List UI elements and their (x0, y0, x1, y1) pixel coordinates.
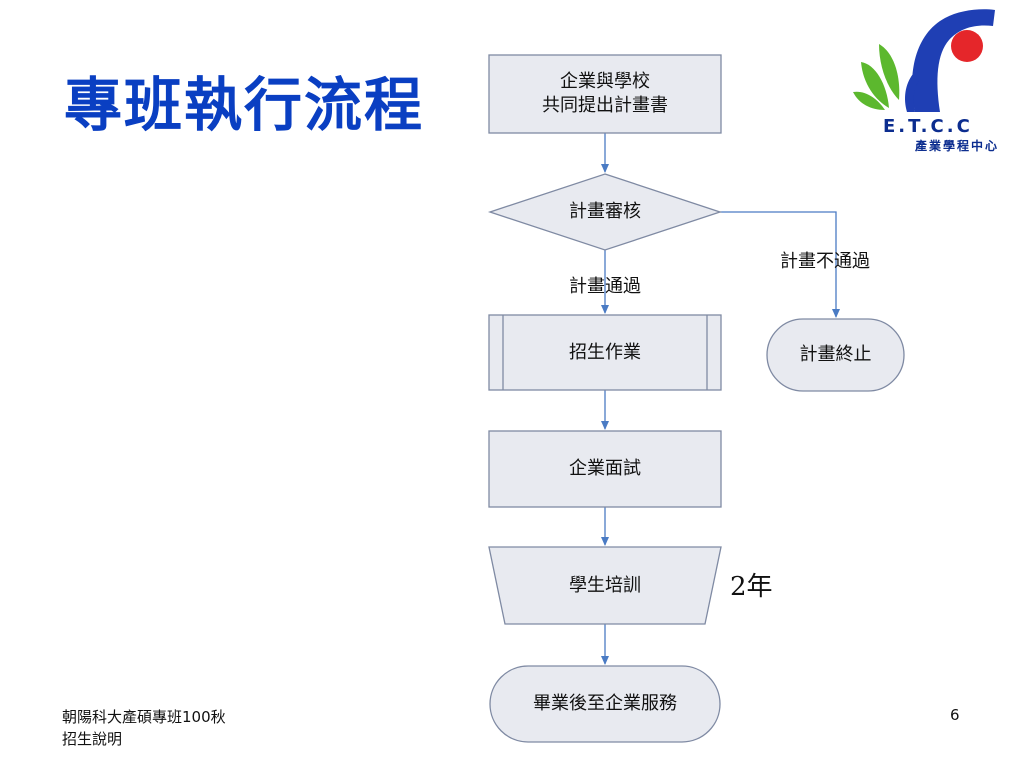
edge-label-rejected: 計畫不通過 (780, 251, 870, 272)
recruitment-label: 招生作業 (569, 342, 641, 363)
page-number: 6 (950, 706, 960, 724)
proposal-label-line1: 企業與學校 (560, 71, 650, 92)
proposal-node (488, 54, 722, 134)
service-node (489, 665, 721, 743)
review-decision-node (487, 173, 723, 251)
termination-label: 計畫終止 (799, 344, 872, 365)
interview-label: 企業面試 (569, 458, 641, 479)
proposal-label-line2: 共同提出計畫書 (542, 95, 668, 116)
etcc-logo: E.T.C.C 產業學程中心 (845, 4, 1024, 154)
service-label: 畢業後至企業服務 (533, 693, 677, 714)
logo-subtitle: 產業學程中心 (915, 139, 1000, 153)
duration-note: 2年 (730, 572, 773, 602)
etcc-logo-mark (853, 9, 995, 112)
interview-node (488, 430, 722, 508)
slide-title: 專班執行流程 (64, 71, 425, 139)
footer-line1: 朝陽科大產碩專班100秋 (62, 708, 226, 726)
arrow-review-to-termination (720, 211, 840, 318)
footer-text: 朝陽科大產碩專班100秋 招生說明 (62, 706, 322, 750)
review-label: 計畫審核 (569, 201, 641, 222)
training-node (488, 546, 722, 625)
training-label: 學生培訓 (569, 575, 641, 596)
recruitment-node (488, 314, 722, 391)
footer-line2: 招生說明 (62, 730, 123, 748)
proposal-label: 企業與學校 共同提出計畫書 (489, 70, 721, 118)
termination-node (766, 318, 905, 392)
logo-acronym: E.T.C.C (883, 116, 973, 137)
edge-label-approved: 計畫通過 (569, 276, 641, 297)
